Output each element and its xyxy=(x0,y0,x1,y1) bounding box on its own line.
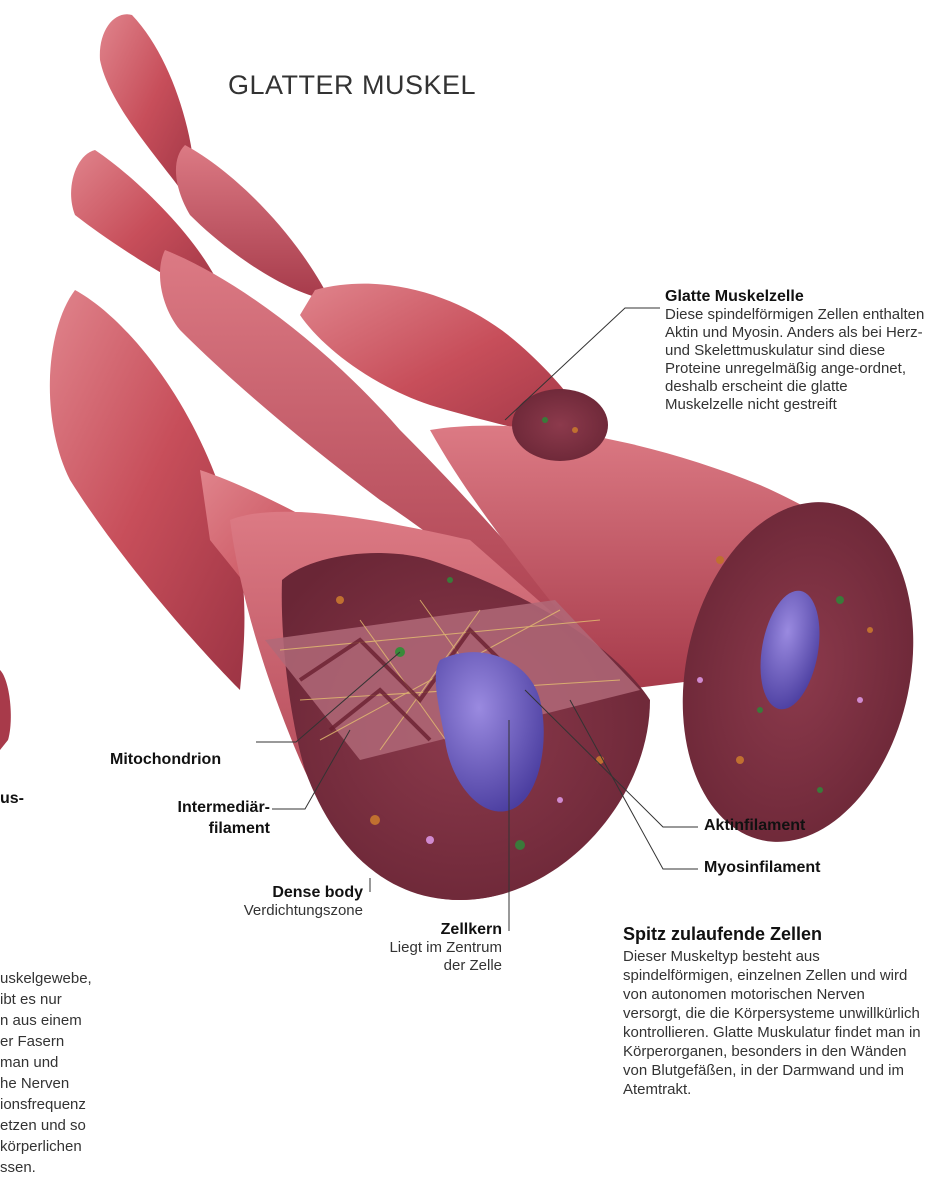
dense-body-text: Verdichtungszone xyxy=(200,902,363,920)
left-fragment-line: uskelgewebe, xyxy=(0,968,92,989)
section-heading: Spitz zulaufende Zellen xyxy=(623,924,923,945)
left-fragment-line: ionsfrequenz xyxy=(0,1094,92,1115)
label-aktinfilament: Aktinfilament xyxy=(704,817,805,835)
left-fragment-line: körperlichen xyxy=(0,1136,92,1157)
label-myosinfilament: Myosinfilament xyxy=(704,859,820,877)
section-text: Dieser Muskeltyp besteht aus spindelförm… xyxy=(623,947,923,1099)
left-fragment-line: man und xyxy=(0,1052,92,1073)
zellkern-text-2: der Zelle xyxy=(380,957,502,975)
left-fragment-line: ssen. xyxy=(0,1157,92,1178)
left-fragment-line: etzen und so xyxy=(0,1115,92,1136)
label-zellkern: Zellkern Liegt im Zentrum der Zelle xyxy=(380,921,502,975)
left-fragment-line: ibt es nur xyxy=(0,989,92,1010)
label-intermediaer-line1: Intermediär- xyxy=(120,797,270,818)
left-fragment-bold: us- xyxy=(0,790,24,808)
label-intermediaerfilament: Intermediär- filament xyxy=(120,797,270,839)
label-text: Diese spindelförmigen Zellen enthalten A… xyxy=(665,306,930,414)
label-dense-body: Dense body Verdichtungszone xyxy=(200,884,363,920)
section-spitz-zulaufende-zellen: Spitz zulaufende Zellen Dieser Muskeltyp… xyxy=(623,924,923,1099)
zellkern-heading: Zellkern xyxy=(380,921,502,939)
zellkern-text-1: Liegt im Zentrum xyxy=(380,939,502,957)
partial-cell-left xyxy=(0,670,11,750)
left-fragment-line: he Nerven xyxy=(0,1073,92,1094)
label-glatte-muskelzelle: Glatte Muskelzelle Diese spindelförmigen… xyxy=(665,288,930,414)
label-intermediaer-line2: filament xyxy=(120,818,270,839)
dense-body-heading: Dense body xyxy=(200,884,363,902)
label-mitochondrion: Mitochondrion xyxy=(110,751,221,769)
label-heading: Glatte Muskelzelle xyxy=(665,288,930,306)
page-title: GLATTER MUSKEL xyxy=(228,70,476,101)
left-fragment-line: n aus einem xyxy=(0,1010,92,1031)
left-fragment-line: er Fasern xyxy=(0,1031,92,1052)
left-fragments: uskelgewebe, ibt es nur n aus einem er F… xyxy=(0,968,92,1178)
